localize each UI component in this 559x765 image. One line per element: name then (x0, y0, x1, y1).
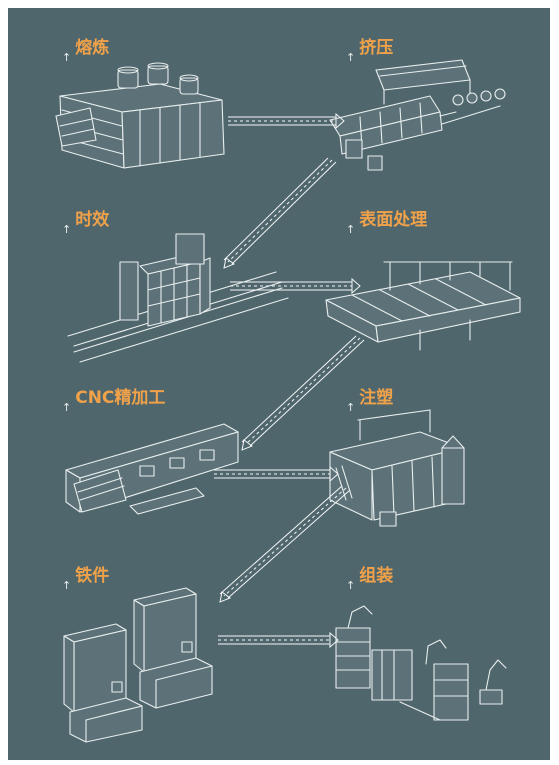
aging-oven-icon (67, 233, 289, 363)
step-assembly-label: ↑ 组装 (346, 566, 393, 596)
up-arrow-icon: ↑ (346, 401, 356, 414)
step-injection-label: ↑ 注塑 (346, 388, 393, 418)
iron-parts-machine-icon (63, 587, 213, 743)
step-name: CNC精加工 (75, 388, 166, 408)
step-name: 时效 (75, 210, 110, 230)
cnc-machine-icon (65, 423, 239, 515)
up-arrow-icon: ↑ (346, 223, 356, 236)
flow-connectors (214, 112, 365, 649)
extrusion-press-icon (329, 59, 506, 171)
step-name: 表面处理 (359, 210, 428, 230)
step-melting-label: ↑ 熔炼 (62, 38, 109, 68)
injection-molding-icon (329, 409, 465, 527)
up-arrow-icon: ↑ (62, 223, 72, 236)
step-name: 挤压 (359, 38, 394, 58)
up-arrow-icon: ↑ (346, 51, 356, 64)
step-name: 注塑 (359, 388, 394, 408)
assembly-robot-icon (335, 605, 507, 721)
step-name: 铁件 (75, 566, 110, 586)
melting-furnace-icon (55, 62, 225, 169)
step-surface-label: ↑ 表面处理 (346, 210, 427, 240)
step-ironparts-label: ↑ 铁件 (62, 566, 109, 596)
surface-treatment-line-icon (325, 261, 521, 351)
up-arrow-icon: ↑ (62, 401, 72, 414)
step-name: 熔炼 (75, 38, 110, 58)
up-arrow-icon: ↑ (62, 579, 72, 592)
up-arrow-icon: ↑ (62, 51, 72, 64)
step-extrusion-label: ↑ 挤压 (346, 38, 393, 68)
step-name: 组装 (359, 566, 394, 586)
step-cnc-label: ↑ CNC精加工 (62, 388, 165, 418)
step-aging-label: ↑ 时效 (62, 210, 109, 240)
up-arrow-icon: ↑ (346, 579, 356, 592)
